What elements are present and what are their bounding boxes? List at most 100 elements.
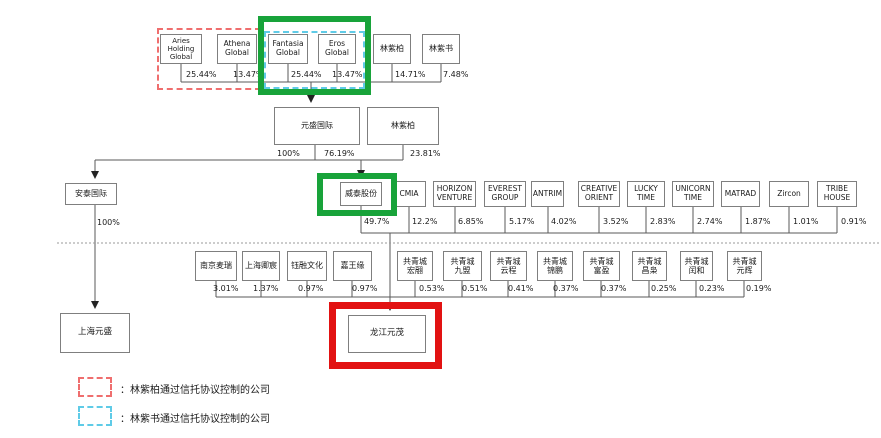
node-label: 上海卿宸: [245, 261, 277, 271]
pct-gqc-yuanhui: 0.19%: [746, 284, 772, 293]
node-antai-international: 安泰国际: [65, 183, 117, 205]
node-aries-holding-global: Aries Holding Global: [160, 34, 202, 64]
pct-lin-zibai-top: 14.71%: [395, 70, 426, 79]
node-antrim: ANTRIM: [531, 181, 564, 207]
node-lin-zishu-top: 林紫书: [422, 34, 460, 64]
pct-antai: 100%: [97, 218, 120, 227]
node-gongqingcheng-runhe: 共青城 闰和: [680, 251, 713, 281]
node-zircon: Zircon: [769, 181, 809, 207]
node-label: 共青城 九盟: [450, 256, 475, 275]
pct-gqc-jinpeng: 0.37%: [553, 284, 579, 293]
pct-weitai: 49.7%: [364, 217, 390, 226]
legend-red-dashed-swatch: [78, 377, 112, 397]
node-gongqingcheng-honghe: 共青城 宏翮: [397, 251, 433, 281]
node-shanghai-yuansheng: 上海元盛: [60, 313, 130, 353]
node-lin-zibai-top: 林紫柏: [373, 34, 411, 64]
annotation-green-rect-weitai: [317, 173, 397, 216]
node-label: 龙江元茂: [369, 328, 404, 339]
pct-creative-orient: 3.52%: [603, 217, 629, 226]
node-gongqingcheng-yuncheng: 共青城 云程: [490, 251, 527, 281]
node-label: 林紫柏: [380, 44, 404, 54]
pct-gqc-jiumeng: 0.51%: [462, 284, 488, 293]
pct-everest-group: 5.17%: [509, 217, 535, 226]
node-label: 上海元盛: [77, 327, 112, 338]
pct-gqc-yuncheng: 0.41%: [508, 284, 534, 293]
node-label: Eros Global: [325, 39, 349, 57]
pct-nanjing-mairui: 3.01%: [213, 284, 239, 293]
node-creative-orient: CREATIVE ORIENT: [578, 181, 620, 207]
node-gongqingcheng-jinpeng: 共青城 锦鹏: [537, 251, 573, 281]
node-cmia: CMIA: [392, 181, 426, 207]
node-label: MATRAD: [724, 188, 757, 198]
node-nanjing-mairui: 南京麦瑞: [195, 251, 237, 281]
node-weitai-holdings: 威泰股份: [340, 182, 382, 206]
node-label: 共青城 富盈: [589, 256, 614, 275]
node-athena-global: Athena Global: [217, 34, 257, 64]
pct-gqc-fuying: 0.37%: [601, 284, 627, 293]
node-everest-group: EVEREST GROUP: [484, 181, 526, 207]
node-label: CREATIVE ORIENT: [580, 184, 618, 202]
pct-gqc-honghe: 0.53%: [419, 284, 445, 293]
node-label: Athena Global: [223, 39, 251, 57]
node-horizon-venture: HORIZON VENTURE: [433, 181, 476, 207]
node-label: 共青城 宏翮: [403, 256, 427, 275]
pct-tribe-house: 0.91%: [841, 217, 867, 226]
node-matrad: MATRAD: [721, 181, 760, 207]
node-gongqingcheng-changxiao: 共青城 昌枭: [632, 251, 667, 281]
node-label: 安泰国际: [75, 189, 107, 199]
node-label: 嘉王缘: [340, 261, 365, 271]
node-unicorn-time: UNICORN TIME: [672, 181, 714, 207]
node-label: HORIZON VENTURE: [436, 184, 473, 202]
node-label: ANTRIM: [532, 188, 563, 198]
node-yurong-culture: 钰融文化: [287, 251, 327, 281]
node-lin-zibai-mid: 林紫柏: [367, 107, 439, 145]
node-label: Zircon: [777, 188, 801, 198]
node-yuansheng-international: 元盛国际: [274, 107, 360, 145]
node-label: 共青城 锦鹏: [543, 256, 567, 275]
node-label: TRIBE HOUSE: [823, 184, 851, 202]
legend-label-linzishu: ：林紫书通过信托协议控制的公司: [120, 414, 270, 425]
legend-label-linzibai: ：林紫柏通过信托协议控制的公司: [120, 385, 270, 396]
node-label: EVEREST GROUP: [488, 184, 522, 202]
node-label: 共青城 闰和: [684, 256, 709, 275]
node-label: 林紫书: [429, 44, 453, 54]
node-label: 威泰股份: [345, 189, 377, 199]
node-label: 林紫柏: [391, 121, 415, 131]
node-tribe-house: TRIBE HOUSE: [817, 181, 857, 207]
pct-unicorn-time: 2.74%: [697, 217, 723, 226]
pct-yuansheng-antai: 100%: [277, 149, 300, 158]
node-label: 钰融文化: [291, 261, 323, 271]
pct-shanghai-qingchen: 1.37%: [253, 284, 279, 293]
pct-gqc-changxiao: 0.25%: [651, 284, 677, 293]
annotation-green-rect-top: [258, 16, 371, 95]
legend-blue-dashed-swatch: [78, 406, 112, 426]
node-label: Aries Holding Global: [167, 36, 195, 62]
node-gongqingcheng-yuanhui: 共青城 元辉: [727, 251, 762, 281]
node-label: 共青城 昌枭: [637, 256, 662, 275]
node-label: 南京麦瑞: [200, 261, 232, 271]
node-longjiang-yuanmao: 龙江元茂: [348, 315, 426, 353]
pct-jiawangyuan: 0.97%: [352, 284, 378, 293]
pct-antrim: 4.02%: [551, 217, 577, 226]
node-label: 共青城 元辉: [732, 256, 757, 275]
pct-yurong-culture: 0.97%: [298, 284, 324, 293]
pct-aries: 25.44%: [186, 70, 217, 79]
pct-cmia: 12.2%: [412, 217, 438, 226]
annotation-red-rect-longjiang: [329, 302, 442, 369]
node-gongqingcheng-fuying: 共青城 富盈: [583, 251, 620, 281]
node-label: 共青城 云程: [496, 256, 521, 275]
pct-matrad: 1.87%: [745, 217, 771, 226]
node-shanghai-qingchen: 上海卿宸: [242, 251, 280, 281]
node-lucky-time: LUCKY TIME: [627, 181, 665, 207]
node-label: UNICORN TIME: [675, 184, 711, 202]
node-label: 元盛国际: [301, 121, 333, 131]
node-gongqingcheng-jiumeng: 共青城 九盟: [443, 251, 482, 281]
node-fantasia-global: Fantasia Global: [268, 34, 308, 64]
pct-lucky-time: 2.83%: [650, 217, 676, 226]
pct-zircon: 1.01%: [793, 217, 819, 226]
pct-yuansheng-weitai: 76.19%: [324, 149, 355, 158]
pct-lin-zishu-top: 7.48%: [443, 70, 469, 79]
node-label: LUCKY TIME: [634, 184, 658, 202]
node-label: Fantasia Global: [272, 39, 304, 57]
